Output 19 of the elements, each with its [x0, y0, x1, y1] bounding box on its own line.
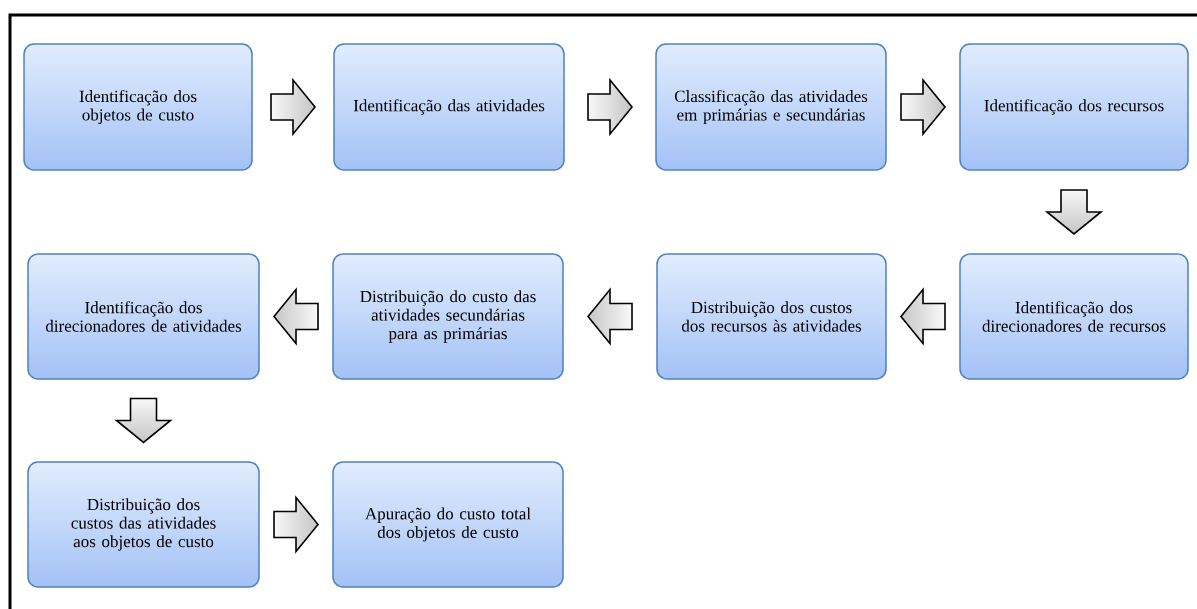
process-box: Distribuição dos custos dos recursos às atividades [656, 253, 887, 380]
process-box: Distribuição do custo das atividades secundárias para as primárias [332, 253, 564, 380]
block-arrow [273, 495, 320, 554]
process-box: Apuração do custo total dos objetos de custo [332, 461, 564, 588]
block-arrow [900, 77, 947, 137]
process-box: Identificação dos direcionadores de recursos [959, 253, 1189, 380]
block-arrow [1044, 189, 1104, 236]
process-box: Distribuição dos custos das atividades aos objetos de custo [27, 461, 260, 588]
block-arrow [270, 77, 317, 137]
block-arrow [899, 287, 946, 346]
block-arrow [114, 397, 173, 444]
process-box: Identificação dos direcionadores de atividades [27, 253, 260, 380]
process-box: Classificação das atividades em primárias e secundárias [655, 43, 887, 171]
block-arrow [272, 287, 319, 346]
process-box: Identificação dos objetos de custo [23, 43, 253, 171]
block-arrow [587, 77, 634, 137]
process-box: Identificação dos recursos [959, 43, 1189, 171]
block-arrow [586, 287, 633, 346]
process-box: Identificação das atividades [333, 43, 565, 171]
